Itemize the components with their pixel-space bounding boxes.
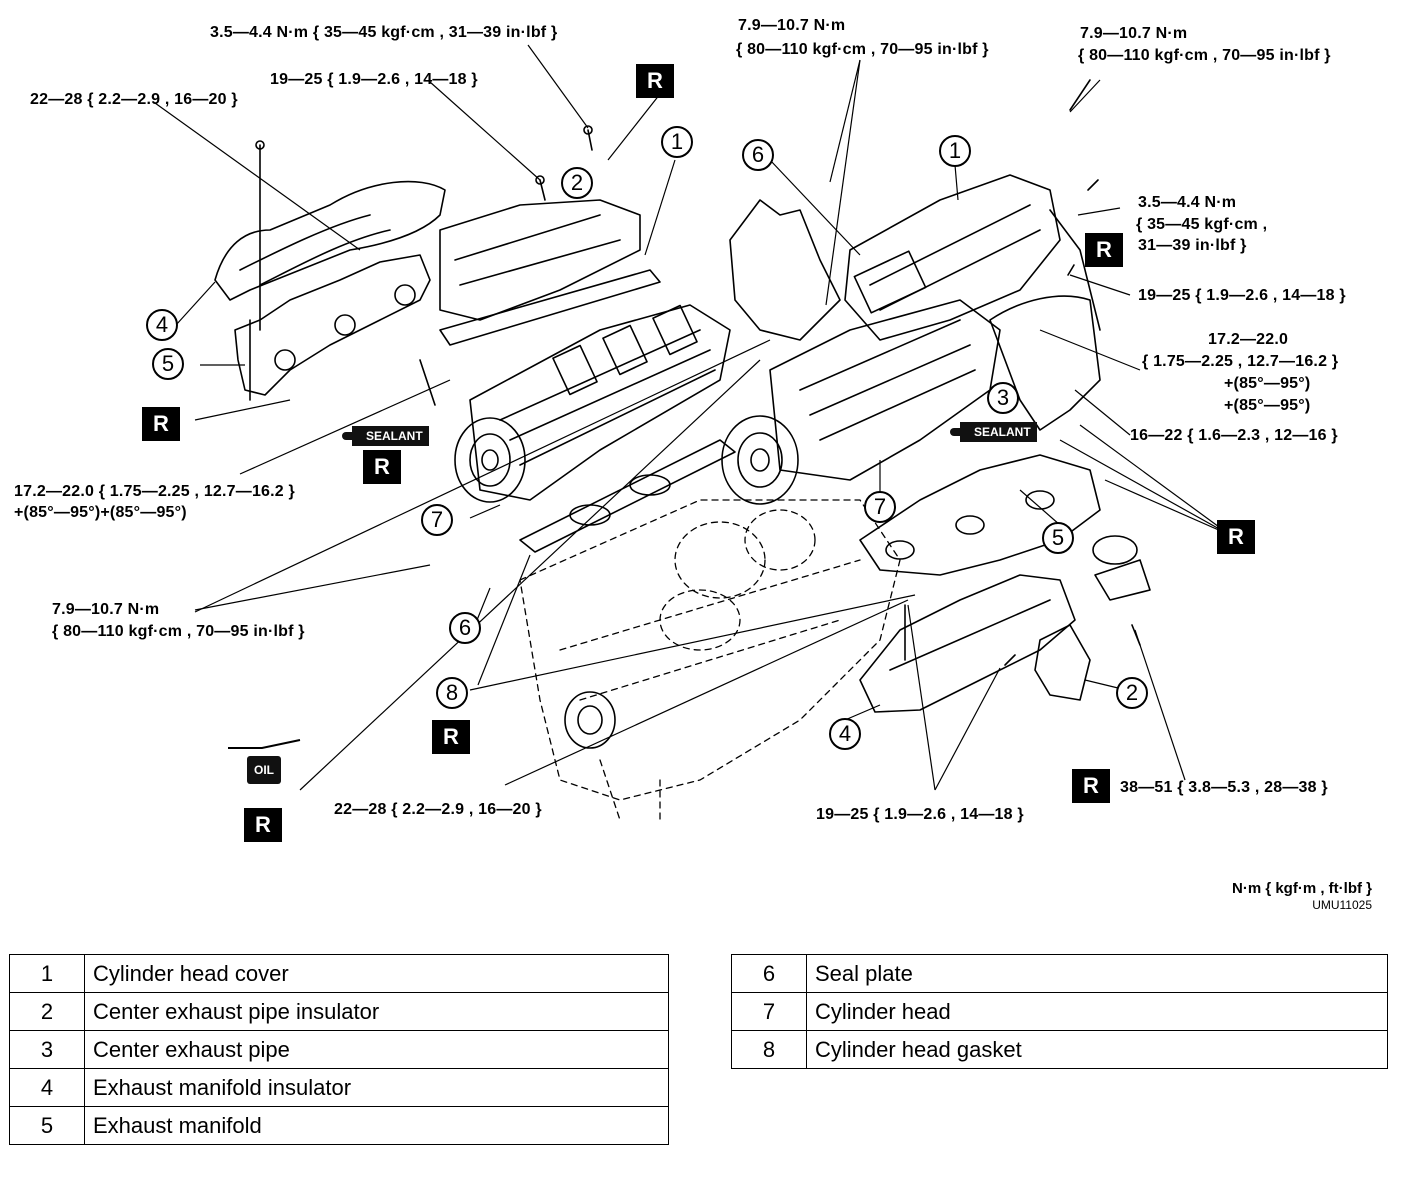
torque-right-35-line2: { 35—45 kgf·cm ,	[1136, 216, 1268, 233]
legend-number: 4	[9, 1068, 85, 1107]
torque-top-left-22: 22—28 { 2.2—2.9 , 16—20 }	[30, 91, 238, 108]
replace-marker: R	[1217, 520, 1255, 554]
engine-block-shape	[519, 499, 901, 801]
replace-marker: R	[363, 450, 401, 484]
torque-right-172-line3: +(85°—95°)	[1224, 375, 1311, 392]
left-head-cover-shape	[439, 199, 641, 321]
callout-2: 2	[1116, 677, 1148, 709]
right-cylinder-head-shape	[769, 299, 1001, 481]
callout-1: 1	[939, 135, 971, 167]
torque-left-172-line2: +(85°—95°)+(85°—95°)	[14, 504, 187, 521]
legend-part-name: Cylinder head gasket	[806, 1030, 1388, 1069]
oil-marker: OIL	[247, 756, 281, 784]
torque-top-left-small: 3.5—4.4 N·m { 35—45 kgf·cm , 31—39 in·lb…	[210, 24, 558, 41]
legend-number: 6	[731, 954, 807, 993]
torque-right-35-line3: 31—39 in·lbf }	[1138, 237, 1247, 254]
legend-number: 1	[9, 954, 85, 993]
callout-7: 7	[864, 491, 896, 523]
right-exhaust-manifold-shape	[859, 454, 1101, 576]
sealant-marker: SEALANT	[342, 426, 429, 446]
torque-top-mid-79-line1: 7.9—10.7 N·m	[738, 17, 846, 34]
callout-3: 3	[987, 382, 1019, 414]
units-block: N·m { kgf·m , ft·lbf } UMU11025	[1232, 880, 1372, 912]
torque-right-172-line4: +(85°—95°)	[1224, 397, 1311, 414]
torque-right-172-line1: 17.2—22.0	[1208, 331, 1289, 348]
callout-4: 4	[829, 718, 861, 750]
torque-left-79-line2: { 80—110 kgf·cm , 70—95 in·lbf }	[52, 623, 305, 640]
left-cylinder-head-shape	[469, 304, 731, 501]
torque-bottom-19: 19—25 { 1.9—2.6 , 14—18 }	[816, 806, 1024, 823]
legend-number: 8	[731, 1030, 807, 1069]
replace-marker: R	[1085, 233, 1123, 267]
legend-part-name: Exhaust manifold	[84, 1106, 669, 1145]
replace-marker: R	[636, 64, 674, 98]
legend-part-name: Cylinder head cover	[84, 954, 669, 993]
torque-top-right-79-line1: 7.9—10.7 N·m	[1080, 25, 1188, 42]
legend-number: 3	[9, 1030, 85, 1069]
legend-number: 7	[731, 992, 807, 1031]
legend-part-name: Exhaust manifold insulator	[84, 1068, 669, 1107]
torque-top-mid-79-line2: { 80—110 kgf·cm , 70—95 in·lbf }	[736, 41, 989, 58]
engine-exploded-view	[154, 44, 1231, 821]
left-exhaust-manifold-shape	[234, 254, 431, 396]
replace-marker: R	[244, 808, 282, 842]
legend-number: 5	[9, 1106, 85, 1145]
callout-7: 7	[421, 504, 453, 536]
legend-part-name: Cylinder head	[806, 992, 1388, 1031]
callout-6: 6	[449, 612, 481, 644]
torque-bottom-22: 22—28 { 2.2—2.9 , 16—20 }	[334, 801, 542, 818]
callout-4: 4	[146, 309, 178, 341]
torque-bottom-right-38: 38—51 { 3.8—5.3 , 28—38 }	[1120, 779, 1328, 796]
torque-right-35-line1: 3.5—4.4 N·m	[1138, 194, 1237, 211]
legend-part-name: Center exhaust pipe insulator	[84, 992, 669, 1031]
legend-part-name: Seal plate	[806, 954, 1388, 993]
left-manifold-insulator-shape	[214, 180, 446, 301]
right-head-cover-shape	[844, 174, 1061, 341]
replace-marker: R	[142, 407, 180, 441]
callout-5: 5	[152, 348, 184, 380]
callout-2: 2	[561, 167, 593, 199]
callout-6: 6	[742, 139, 774, 171]
torque-right-19: 19—25 { 1.9—2.6 , 14—18 }	[1138, 287, 1346, 304]
torque-right-16: 16—22 { 1.6—2.3 , 12—16 }	[1130, 427, 1338, 444]
torque-left-79-line1: 7.9—10.7 N·m	[52, 601, 160, 618]
oil-can-icon	[228, 739, 301, 749]
sealant-marker: SEALANT	[950, 422, 1037, 442]
units-label: N·m { kgf·m , ft·lbf }	[1232, 880, 1372, 897]
callout-5: 5	[1042, 522, 1074, 554]
replace-marker: R	[1072, 769, 1110, 803]
torque-top-left-19: 19—25 { 1.9—2.6 , 14—18 }	[270, 71, 478, 88]
callout-8: 8	[436, 677, 468, 709]
legend-part-name: Center exhaust pipe	[84, 1030, 669, 1069]
right-manifold-insulator-shape	[859, 574, 1076, 713]
torque-right-172-line2: { 1.75—2.25 , 12.7—16.2 }	[1142, 353, 1339, 370]
figure-code: UMU11025	[1312, 898, 1372, 912]
torque-left-172-line1: 17.2—22.0 { 1.75—2.25 , 12.7—16.2 }	[14, 483, 295, 500]
torque-top-right-79-line2: { 80—110 kgf·cm , 70—95 in·lbf }	[1078, 47, 1331, 64]
replace-marker: R	[432, 720, 470, 754]
legend-number: 2	[9, 992, 85, 1031]
callout-1: 1	[661, 126, 693, 158]
